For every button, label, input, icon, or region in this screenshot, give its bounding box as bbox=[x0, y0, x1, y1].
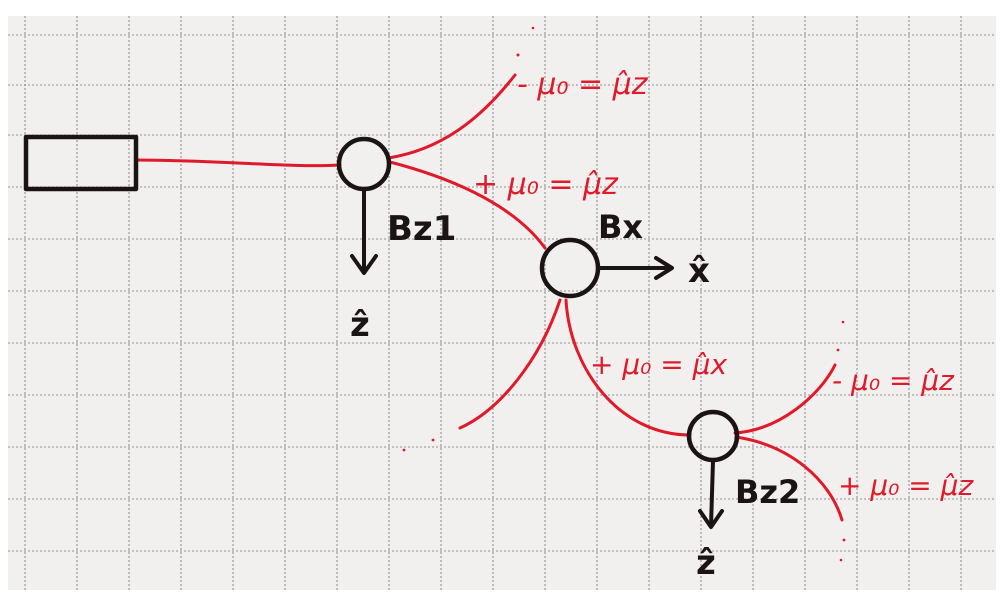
beam-third-up bbox=[733, 363, 837, 435]
field-arrow-first bbox=[350, 188, 378, 275]
axis-label-third: ẑ bbox=[696, 543, 716, 583]
magnet-label-first: Bz1 bbox=[387, 209, 456, 249]
beam-first-up bbox=[386, 73, 517, 160]
graph-paper bbox=[8, 16, 996, 590]
beam-label-first-up: - μ₀ = μ̂z bbox=[517, 67, 649, 102]
beam-first-down bbox=[388, 160, 547, 250]
beam-label-third-up: - μ₀ = μ̂z bbox=[832, 364, 955, 397]
beam-second-up bbox=[458, 298, 562, 430]
beam-paths bbox=[134, 26, 846, 562]
beam-label-first-down: + μ₀ = μ̂z bbox=[473, 167, 619, 202]
magnet-label-second: Bx bbox=[598, 208, 643, 246]
axis-label-first: ẑ bbox=[350, 305, 370, 345]
source-beam bbox=[134, 158, 342, 168]
beam-label-second-down: + μ₀ = μ̂x bbox=[590, 348, 727, 381]
beam-third-down bbox=[734, 435, 844, 522]
beam-label-third-down: + μ₀ = μ̂z bbox=[838, 469, 974, 502]
magnet-label-third: Bz2 bbox=[735, 473, 800, 511]
source-box bbox=[23, 134, 139, 192]
field-arrow-second bbox=[598, 256, 674, 280]
axis-label-second: x̂ bbox=[688, 251, 710, 291]
grid-lines bbox=[8, 16, 996, 590]
beam-second-down bbox=[564, 298, 692, 437]
field-arrow-third bbox=[698, 459, 724, 529]
